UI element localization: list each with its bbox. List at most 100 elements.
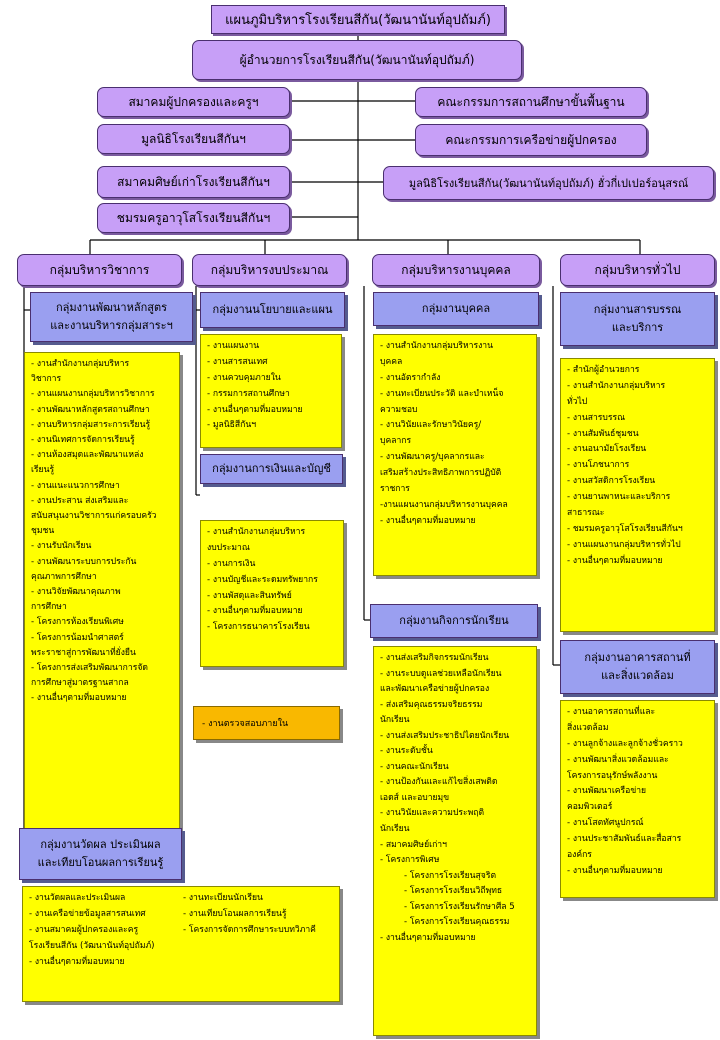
task-item: - งานอื่นๆตามที่มอบหมาย — [29, 956, 125, 967]
task-item: - งานห้องสมุดและพัฒนาแหล่ง — [31, 450, 144, 461]
task-item: - งานโภชนาการ — [567, 460, 630, 471]
group-academic: กลุ่มบริหารวิชาการ — [17, 254, 182, 286]
task-item: สาธารณะ — [567, 508, 605, 519]
task-item: - งานแนะแนวการศึกษา — [31, 480, 120, 491]
personnel-student-affairs-tasks: - งานส่งเสริมกิจกรรมนักเรียน - งานระบบดู… — [373, 646, 537, 1036]
task-item: - งานสำนักงานกลุ่มบริหาร — [207, 527, 306, 537]
subgroup-title-line: กลุ่มงานพัฒนาหลักสูตร — [55, 301, 168, 315]
task-item: เอดส์ และอบายมุข — [380, 792, 450, 803]
director-text: ผู้อำนวยการโรงเรียนสีกัน(วัฒนานันท์อุปถั… — [239, 52, 475, 67]
general-facilities-subgroup: กลุ่มงานอาคารสถานที่ และสิ่งแวดล้อม — [560, 640, 715, 694]
task-item: - งานแผนงานกลุ่มบริหารวิชาการ — [31, 389, 155, 400]
task-item: - งานประสาน ส่งเสริมและ — [31, 495, 129, 506]
internal-audit-text: - งานตรวจสอบภายใน — [202, 719, 289, 729]
task-item: - สำนักผู้อำนวยการ — [567, 365, 640, 375]
task-item: - งานอื่นๆตามที่มอบหมาย — [380, 932, 476, 943]
task-item: โครงการอนุรักษ์พลังงาน — [567, 770, 658, 781]
assoc-huakee-foundation: มูลนิธิโรงเรียนสีกัน(วัฒนานันท์อุปถัมภ์)… — [383, 166, 714, 200]
task-item: - งานคณะนักเรียน — [380, 761, 449, 772]
task-item: - โครงการจัดการศึกษาระบบทวิภาคี — [183, 924, 316, 935]
task-item: - งานบริหารกลุ่มสาระการเรียนรู้ — [31, 419, 151, 430]
assoc-label: ชมรมครูอาวุโสโรงเรียนสีกันฯ — [116, 210, 271, 225]
general-correspondence-subgroup: กลุ่มงานสารบรรณ และบริการ — [560, 292, 715, 346]
task-item: ทั่วไป — [567, 396, 588, 407]
task-item: วิชาการ — [31, 374, 62, 385]
personnel-hr-tasks: - งานสำนักงานกลุ่มบริหารงาน บุคคล - งานอ… — [373, 334, 537, 576]
special-project-item: - โครงการโรงเรียนวิถีพุทธ — [404, 886, 503, 897]
task-item: - ส่งเสริมคุณธรรมจริยธรรม — [380, 699, 483, 710]
task-item: - งานวินัยและรักษาวินัยครู/ — [380, 420, 482, 431]
task-item: - งานแผนงาน — [207, 341, 260, 351]
task-item: การศึกษา — [31, 602, 67, 613]
budget-finance-tasks: - งานสำนักงานกลุ่มบริหาร งบประมาณ - งานก… — [200, 520, 344, 667]
assoc-label: มูลนิธิโรงเรียนสีกันฯ — [141, 131, 246, 146]
task-item: - งานอื่นๆตามที่มอบหมาย — [207, 606, 303, 617]
task-item: - งานโสตทัศนูปกรณ์ — [567, 818, 644, 829]
task-item: - งานอื่นๆตามที่มอบหมาย — [380, 515, 476, 526]
group-label: กลุ่มบริหารวิชาการ — [49, 262, 150, 277]
task-item: - งานส่งเสริมกิจกรรมนักเรียน — [380, 653, 489, 663]
task-item: - งานสำนักงานกลุ่มบริหาร — [31, 359, 130, 369]
task-item: - งานวัดผลและประเมินผล — [29, 893, 126, 903]
task-item: - งานรับนักเรียน — [31, 541, 92, 552]
task-item: - งานพัฒนาหลักสูตรสถานศึกษา — [31, 404, 150, 415]
task-item: - งานสมาคมผู้ปกครองและครู — [29, 924, 139, 935]
task-item: นักเรียน — [380, 824, 410, 835]
assoc-label: คณะกรรมการสถานศึกษาขั้นพื้นฐาน — [437, 94, 625, 109]
task-item: - งานสัมพันธ์ชุมชน — [567, 428, 639, 439]
assoc-label: สมาคมผู้ปกครองและครูฯ — [128, 94, 259, 109]
task-item: เสริมสร้างประสิทธิภาพการปฏิบัติ — [380, 468, 502, 479]
budget-policy-tasks: - งานแผนงาน - งานสารสนเทศ - งานควบคุมภาย… — [200, 334, 342, 448]
task-item: - งานอัตรากำลัง — [380, 372, 441, 383]
chart-title: แผนภูมิบริหารโรงเรียนสีกัน(วัฒนานันท์อุป… — [211, 5, 505, 34]
task-item: และพัฒนาเครือข่ายผู้ปกครอง — [380, 684, 490, 695]
task-item: - งานอื่นๆตามที่มอบหมาย — [567, 865, 663, 876]
personnel-hr-subgroup: กลุ่มงานบุคคล — [373, 292, 539, 326]
assoc-school-foundation: มูลนิธิโรงเรียนสีกันฯ — [97, 124, 290, 154]
task-item: - งานทะเบียนนักเรียน — [183, 893, 263, 903]
task-item: - งานระดับชั้น — [380, 746, 433, 757]
task-item: - งานพัฒนาระบบการประกัน — [31, 556, 137, 567]
task-item: - งานป้องกันและแก้ไขสิ่งเสพติด — [380, 777, 498, 788]
subgroup-title: กลุ่มงานบุคคล — [421, 302, 491, 316]
task-item: - งานอื่นๆตามที่มอบหมาย — [207, 404, 303, 415]
budget-policy-subgroup: กลุ่มงานนโยบายและแผน — [200, 292, 345, 328]
task-item: - มูลนิธิสีกันฯ — [207, 420, 257, 431]
general-facilities-tasks: - งานอาคารสถานที่และ สิ่งแวดล้อม - งานลู… — [560, 700, 715, 898]
task-item: - งานวินัยและความประพฤติ — [380, 808, 485, 819]
subgroup-title: กลุ่มงานการเงินและบัญชี — [212, 462, 331, 476]
task-item: - งานพัฒนาสิ่งแวดล้อมและ — [567, 754, 669, 765]
personnel-student-affairs-subgroup: กลุ่มงานกิจการนักเรียน — [370, 604, 538, 638]
task-item: - งานสำนักงานกลุ่มบริหาร — [567, 380, 666, 391]
task-item: - งานลูกจ้างและลูกจ้างชั่วคราว — [567, 738, 683, 749]
assoc-basic-education-committee: คณะกรรมการสถานศึกษาขั้นพื้นฐาน — [415, 87, 647, 117]
evaluation-tasks-right: - งานทะเบียนนักเรียน - งานเทียบโอนผลการเ… — [183, 891, 333, 997]
academic-curriculum-subgroup: กลุ่มงานพัฒนาหลักสูตร และงานบริหารกลุ่มส… — [30, 292, 193, 342]
task-item: - งานนิเทศการจัดการเรียนรู้ — [31, 435, 135, 446]
assoc-alumni: สมาคมศิษย์เก่าโรงเรียนสีกันฯ — [97, 166, 290, 198]
task-item: - งานอนามัยโรงเรียน — [567, 444, 647, 455]
group-general: กลุ่มบริหารทั่วไป — [560, 254, 715, 286]
task-item: - โครงการพิเศษ — [380, 855, 440, 866]
task-item: นักเรียน — [380, 715, 410, 726]
task-item: - งานวิจัยพัฒนาคุณภาพ — [31, 587, 121, 598]
task-item: - งานพัฒนาเครือข่าย — [567, 786, 647, 797]
evaluation-tasks-left: - งานวัดผลและประเมินผล - งานเครือข่ายข้อ… — [29, 891, 179, 997]
task-item: - งานพัสดุและสินทรัพย์ — [207, 590, 292, 601]
task-item: ความชอบ — [380, 404, 418, 415]
task-item: ราชการ — [380, 484, 410, 495]
subgroup-title-line: และเทียบโอนผลการเรียนรู้ — [37, 856, 164, 869]
task-item: - งานพัฒนาครู/บุคลากรและ — [380, 452, 485, 463]
task-item: การศึกษาสู่มาตรฐานสากล — [31, 678, 129, 689]
task-item: บุคลากร — [380, 436, 412, 447]
special-project-item: - โครงการโรงเรียนรักษาศีล 5 — [404, 901, 515, 912]
director-box: ผู้อำนวยการโรงเรียนสีกัน(วัฒนานันท์อุปถั… — [192, 40, 522, 80]
academic-evaluation-subgroup: กลุ่มงานวัดผล ประเมินผล และเทียบโอนผลการ… — [19, 828, 182, 880]
assoc-parents-teachers: สมาคมผู้ปกครองและครูฯ — [97, 87, 290, 117]
assoc-label: มูลนิธิโรงเรียนสีกัน(วัฒนานันท์อุปถัมภ์)… — [408, 177, 689, 190]
task-item: - งานประชาสัมพันธ์และสื่อสาร — [567, 834, 682, 845]
task-item: - กรรมการสถานศึกษา — [207, 388, 290, 399]
assoc-label: คณะกรรมการเครือข่ายผู้ปกครอง — [445, 132, 617, 147]
task-item: - งานสำนักงานกลุ่มบริหารงาน — [380, 341, 493, 351]
task-item: - งานเทียบโอนผลการเรียนรู้ — [183, 908, 287, 919]
